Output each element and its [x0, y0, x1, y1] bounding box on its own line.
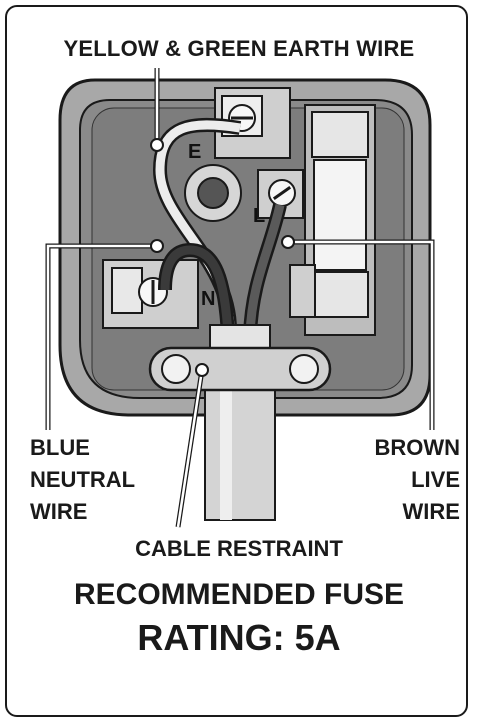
- earth-terminal-letter: E: [188, 141, 201, 163]
- earth-wire-label: YELLOW & GREEN EARTH WIRE: [63, 36, 415, 61]
- wire-label-line: WIRE: [30, 499, 88, 524]
- cable-restraint: [148, 346, 332, 392]
- recommended-fuse-heading: RECOMMENDED FUSE: [73, 578, 404, 611]
- blue-neutral-wire-label: BLUE NEUTRAL WIRE: [30, 432, 135, 528]
- brown-label-line: BROWN: [374, 435, 460, 460]
- fuse: [289, 104, 376, 336]
- brown-live-wire-label: BROWN LIVE WIRE: [374, 432, 460, 528]
- live-label-line: LIVE: [411, 467, 460, 492]
- neutral-label-line: NEUTRAL: [30, 467, 136, 492]
- centre-pin-hole: [184, 164, 242, 222]
- fuse-rating: RATING: 5A: [137, 617, 341, 658]
- neutral-terminal-letter: N: [201, 288, 215, 310]
- live-terminal-letter: L: [253, 205, 265, 227]
- blue-label-line: BLUE: [30, 435, 90, 460]
- cable-restraint-label: CABLE RESTRAINT: [135, 536, 343, 561]
- instruction-card: [5, 5, 468, 717]
- wire-label-line: WIRE: [402, 499, 460, 524]
- neutral-terminal: [102, 259, 199, 329]
